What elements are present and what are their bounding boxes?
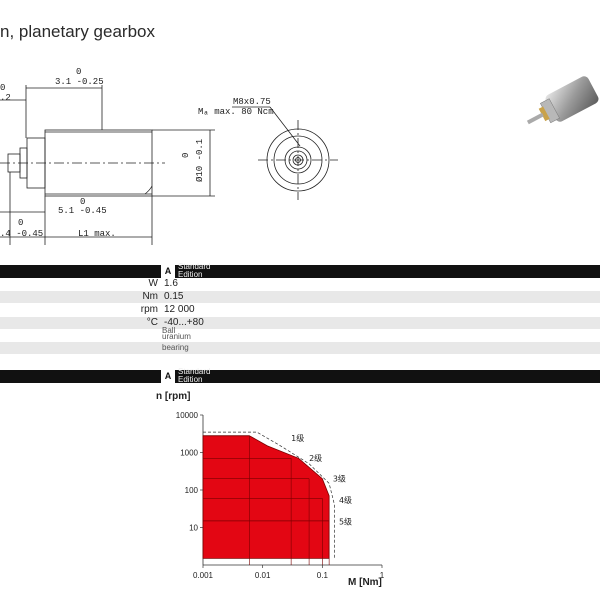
- dim-dia-value: Ø10 -0.1: [195, 139, 205, 182]
- y-tick-label: 100: [185, 486, 199, 495]
- chart-header-bar: A Standard Edition: [0, 367, 600, 384]
- spec-row: Nm 0.15: [0, 291, 600, 303]
- x-tick-label: 1: [380, 571, 385, 580]
- spec-unit: rpm: [140, 304, 158, 315]
- edition-label: Standard Edition: [178, 262, 211, 279]
- spec-value: -40...+80: [164, 317, 204, 328]
- y-tick-label: 10: [189, 524, 198, 533]
- spec-row: Ball uranium: [0, 326, 600, 341]
- spec-unit: W: [148, 278, 158, 289]
- spec-row: W 1.6: [0, 278, 600, 290]
- dim-l1: L1 max.: [78, 229, 116, 239]
- stage-label: 2级: [309, 453, 322, 463]
- spec-unit: °C: [146, 317, 158, 328]
- product-photo: [526, 76, 599, 125]
- operating-range-chart: n [rpm] M [Nm] 1级 2级 3级 4级 5级 10000 1000 100 10 0…: [156, 391, 385, 588]
- dim-b-zero: 0: [80, 197, 85, 207]
- edition-tag: A: [161, 370, 175, 383]
- stage-label: 3级: [333, 473, 346, 483]
- limit-outline: [203, 431, 335, 559]
- spec-row: bearing: [0, 342, 600, 354]
- page-title: n, planetary gearbox: [0, 22, 155, 41]
- x-tick-label: 0.1: [317, 571, 329, 580]
- spec-value: 0.15: [164, 291, 184, 302]
- x-tick-label: 0.001: [193, 571, 214, 580]
- dim-c-value: .4 -0.45: [0, 229, 43, 239]
- spec-note: bearing: [162, 343, 189, 352]
- x-axis-label: M [Nm]: [348, 577, 382, 588]
- spec-row: °C -40...+80: [0, 317, 600, 329]
- stage-label: 5级: [339, 517, 352, 527]
- spec-header-bar: A Standard Edition: [0, 262, 600, 279]
- stage-label: 4级: [339, 495, 352, 505]
- x-tick-label: 0.01: [255, 571, 271, 580]
- dim-dia-zero: 0: [181, 153, 191, 158]
- spec-row: rpm 12 000: [0, 304, 600, 316]
- dim-c-zero: 0: [18, 218, 23, 228]
- dim-torque: Mₐ max. 80 Ncm: [198, 107, 274, 117]
- y-tick-label: 1000: [180, 449, 198, 458]
- dim-left-zero: 0: [0, 83, 5, 93]
- front-view: [258, 120, 338, 200]
- dim-b-value: 5.1 -0.45: [58, 206, 107, 216]
- y-axis-label: n [rpm]: [156, 391, 190, 402]
- edition-tag: A: [161, 265, 175, 278]
- dim-left-02: .2: [0, 93, 11, 103]
- spec-unit: Nm: [142, 291, 158, 302]
- spec-value: 1.6: [164, 278, 178, 289]
- spec-note: uranium: [162, 332, 191, 341]
- operating-region: [202, 435, 330, 559]
- dim-thread: M8x0.75: [233, 97, 271, 107]
- edition-label: Standard Edition: [178, 367, 211, 384]
- y-tick-label: 10000: [176, 411, 199, 420]
- spec-note-small: Ball: [162, 326, 176, 335]
- dimension-drawing: 0 3.1 -0.25 0 .2 M8x0.75 Mₐ max. 80 Ncm …: [0, 67, 338, 245]
- spec-value: 12 000: [164, 304, 195, 315]
- dim-top-value: 3.1 -0.25: [55, 77, 104, 87]
- dim-top-zero: 0: [76, 67, 81, 77]
- stage-label: 1级: [291, 433, 304, 443]
